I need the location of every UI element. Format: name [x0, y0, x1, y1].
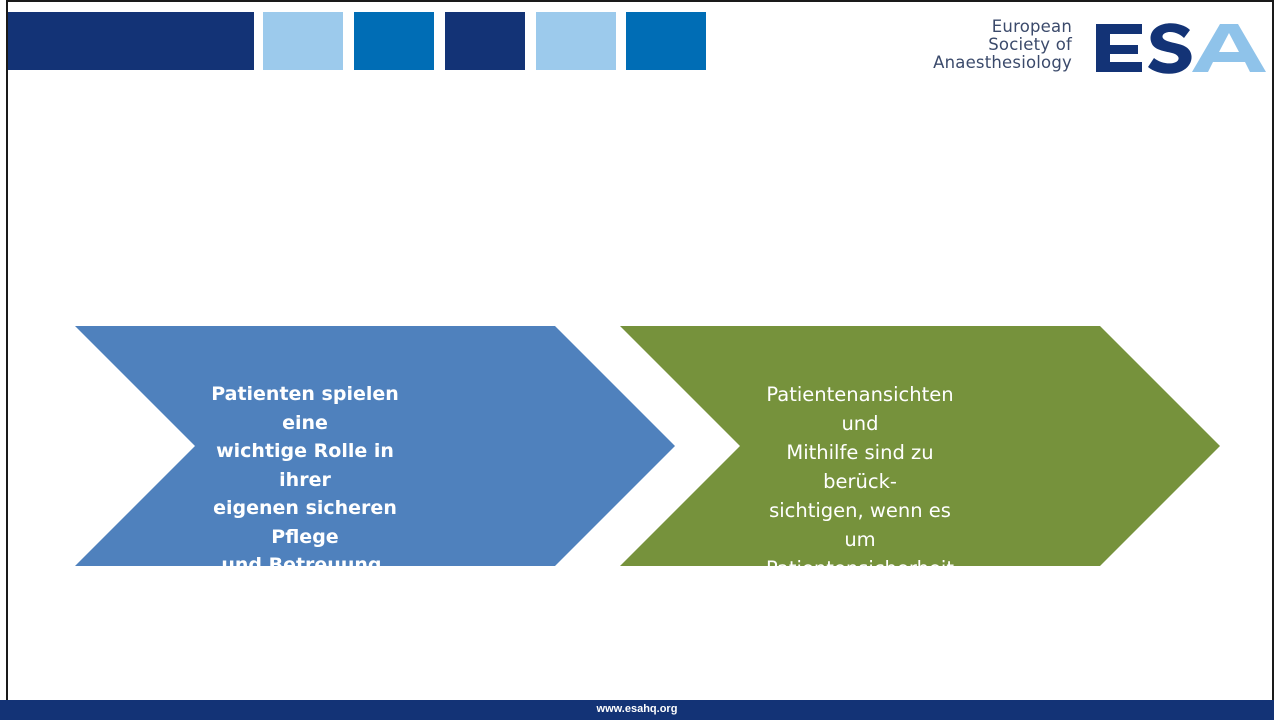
chevron-shape-1 — [75, 326, 675, 566]
step-2-line: Patientensicherheit geht. — [765, 557, 954, 609]
logo-line-3: Anaesthesiology — [933, 53, 1072, 72]
slide-frame-right — [1272, 0, 1274, 700]
step-1-line: eigenen sicheren Pflege — [213, 497, 397, 548]
header-color-block-6 — [626, 12, 706, 70]
step-2-line: Patientenansichten und — [766, 383, 954, 435]
slide-frame-left — [6, 0, 8, 700]
process-step-1: Patienten spielen eine wichtige Rolle in… — [75, 326, 675, 576]
slide-frame-top — [6, 0, 1274, 2]
step-2-line: sichtigen, wenn es um — [769, 499, 951, 551]
chevron-shape-2 — [620, 326, 1220, 566]
process-step-2: Patientenansichten und Mithilfe sind zu … — [620, 326, 1220, 609]
step-1-text: Patienten spielen eine wichtige Rolle in… — [205, 380, 405, 580]
header-color-block-1 — [8, 12, 254, 70]
header-color-block-2 — [263, 12, 343, 70]
header-color-block-3 — [354, 12, 434, 70]
logo-line-2: Society of — [988, 35, 1072, 54]
logo-wordmark: European Society of Anaesthesiology — [933, 18, 1072, 72]
step-1-line: wichtige Rolle in ihrer — [216, 440, 394, 491]
step-2-text: Patientenansichten und Mithilfe sind zu … — [755, 380, 965, 612]
esa-logo: European Society of Anaesthesiology — [882, 14, 1270, 78]
header-color-block-4 — [445, 12, 525, 70]
footer-url: www.esahq.org — [596, 703, 678, 715]
step-1-line: und Betreuung. — [221, 554, 389, 576]
step-2-line: Mithilfe sind zu berück- — [786, 441, 934, 493]
logo-line-1: European — [991, 17, 1072, 36]
esa-logo-mark — [1092, 14, 1270, 76]
header-color-block-5 — [536, 12, 616, 70]
step-1-line: Patienten spielen eine — [211, 383, 399, 434]
footer-bar: www.esahq.org — [0, 700, 1274, 720]
